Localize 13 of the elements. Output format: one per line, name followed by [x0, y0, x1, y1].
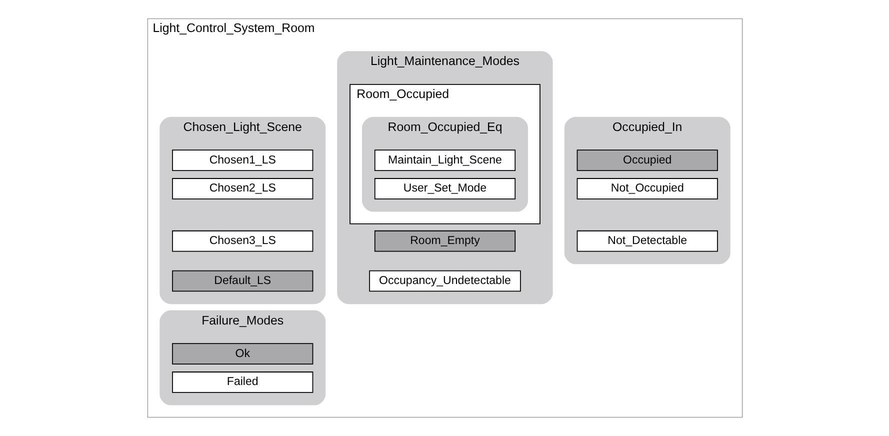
node-box: Failed — [172, 372, 313, 393]
node-box: Occupancy_Undetectable — [368, 270, 520, 292]
node-box: Occupied — [576, 150, 718, 171]
node-box: Not_Occupied — [576, 178, 718, 200]
node-box: Chosen1_LS — [172, 150, 313, 171]
node-box: Default_LS — [172, 270, 313, 292]
node-box: User_Set_Mode — [374, 178, 516, 200]
node-box: Ok — [172, 343, 313, 364]
node-box: Chosen2_LS — [172, 178, 313, 200]
node-box: Maintain_Light_Scene — [374, 150, 516, 171]
node-box: Room_Empty — [374, 230, 516, 252]
node-box: Not_Detectable — [576, 230, 718, 252]
node-box: Chosen3_LS — [172, 230, 313, 252]
